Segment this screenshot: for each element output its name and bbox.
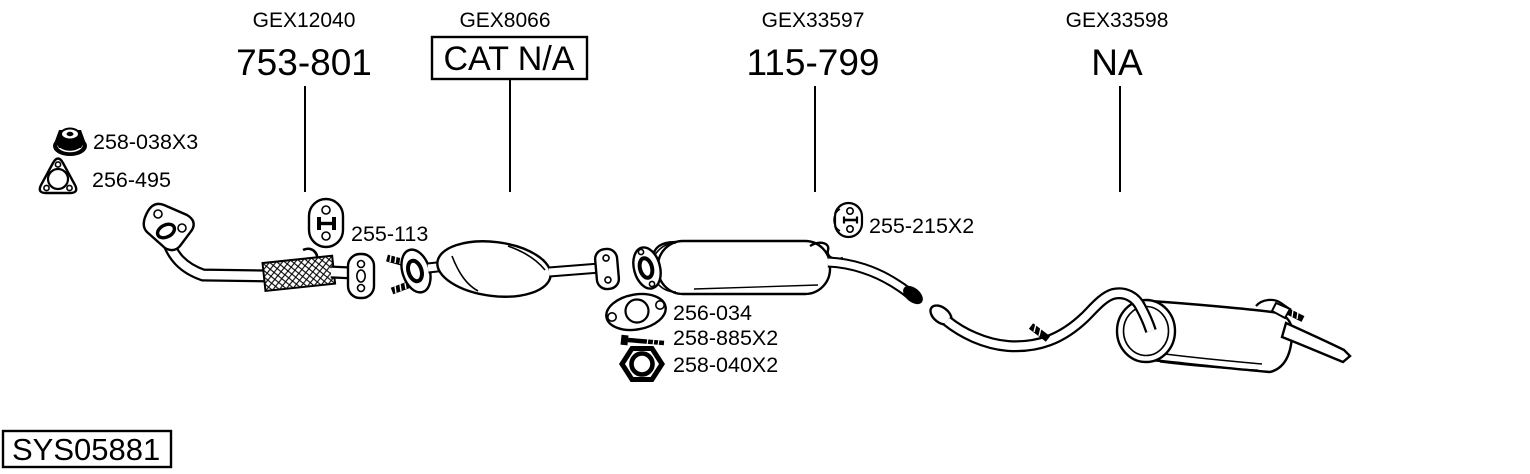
hanger-slot xyxy=(842,216,859,224)
bolt-hole xyxy=(604,276,612,284)
part-number: 753-801 xyxy=(236,42,372,83)
hanger-hole xyxy=(321,205,331,215)
stud xyxy=(1287,309,1305,322)
tailpipe xyxy=(1280,321,1352,364)
rear-muffler-drawing xyxy=(929,287,1352,374)
stud-threads xyxy=(389,254,402,265)
stud-threads xyxy=(1033,323,1042,337)
part-number: CAT N/A xyxy=(444,40,575,78)
bolt-hole xyxy=(606,311,617,322)
rubber-hanger-icon xyxy=(833,201,864,239)
body-seam xyxy=(693,284,819,290)
fitting-label: 256-034 xyxy=(673,301,752,325)
braided-flex xyxy=(261,254,337,293)
section-label-centre-muffler: GEX33597 115-799 xyxy=(746,9,880,192)
fitting-label: 256-495 xyxy=(92,168,171,192)
bolt-threads xyxy=(646,337,660,347)
catalog-ref: GEX8066 xyxy=(459,9,550,32)
catalog-ref: GEX33598 xyxy=(1066,9,1169,32)
inlet-flange xyxy=(632,246,662,290)
bolt-hole xyxy=(66,184,73,192)
bolt-hole xyxy=(43,184,50,192)
flange-plate xyxy=(593,247,621,291)
body-seam xyxy=(1164,353,1263,365)
bolt-icon xyxy=(620,334,665,347)
system-code-label: SYS05881 xyxy=(12,432,160,467)
nut-bore xyxy=(66,131,74,137)
centre-muffler-drawing xyxy=(632,239,923,305)
bolt-hole xyxy=(637,248,645,256)
flange-opening xyxy=(355,269,366,283)
flanged-nut-icon xyxy=(53,127,87,156)
bolt-hole xyxy=(654,299,665,310)
fitting-label: 255-113 xyxy=(351,222,428,246)
fitting-label: 258-885X2 xyxy=(673,326,778,350)
fitting-label: 258-038X3 xyxy=(93,130,198,154)
stud-threads xyxy=(394,282,407,294)
hanger-bracket xyxy=(1255,298,1292,311)
pipe-core xyxy=(944,289,1155,351)
bolt-hole xyxy=(602,254,610,262)
rubber-hanger-icon xyxy=(307,197,345,249)
outlet-flange xyxy=(593,247,621,291)
front-pipe-drawing xyxy=(142,202,376,300)
bolt-hole xyxy=(177,223,187,233)
flange-opening xyxy=(155,222,177,240)
hanger-hole xyxy=(321,231,331,241)
catalytic-converter-drawing xyxy=(386,240,621,298)
hanger-depth-line xyxy=(833,208,841,232)
bolt-hole xyxy=(648,280,656,288)
fitting-label: 258-040X2 xyxy=(673,353,778,377)
hanger-hole xyxy=(845,207,854,216)
braid-mesh xyxy=(261,254,337,293)
bolt-hole xyxy=(153,209,163,219)
stud-threads xyxy=(1291,309,1299,320)
body-seam xyxy=(507,245,546,271)
catalog-ref: GEX12040 xyxy=(253,9,356,32)
body-seam xyxy=(1159,361,1259,371)
cat-body xyxy=(436,240,552,298)
section-label-rear-muffler: GEX33598 NA xyxy=(1066,9,1169,192)
system-code-border xyxy=(1,429,173,469)
gasket-bore xyxy=(46,167,70,191)
oval-gasket-icon xyxy=(605,292,667,332)
part-number: NA xyxy=(1091,42,1143,83)
catalog-ref: GEX33597 xyxy=(762,9,865,32)
bolt-hole xyxy=(54,161,62,168)
hanger-hole xyxy=(845,225,854,234)
hex-nut-icon xyxy=(619,346,665,382)
gasket-bore xyxy=(624,298,650,324)
pipe-core xyxy=(548,264,601,276)
triangular-gasket-icon xyxy=(38,157,78,195)
nut-bore xyxy=(629,351,655,377)
outlet-flange xyxy=(346,252,376,300)
inlet-flange xyxy=(142,202,195,252)
system-code-box: SYS05881 xyxy=(1,429,173,469)
part-number: 115-799 xyxy=(746,42,879,83)
body-seam xyxy=(451,255,479,292)
flange-opening xyxy=(406,258,424,284)
bolt-hole xyxy=(356,283,366,293)
section-label-front-pipe: GEX12040 753-801 xyxy=(236,9,372,192)
pipe-cut-end xyxy=(903,285,923,305)
bracket-plate xyxy=(1270,301,1292,320)
bolt-hole xyxy=(356,259,366,269)
flange-opening xyxy=(637,256,655,280)
section-label-catalytic-converter: GEX8066 CAT N/A xyxy=(430,9,589,192)
fitting-label: 255-215X2 xyxy=(869,214,974,238)
bolt-head xyxy=(620,334,629,346)
